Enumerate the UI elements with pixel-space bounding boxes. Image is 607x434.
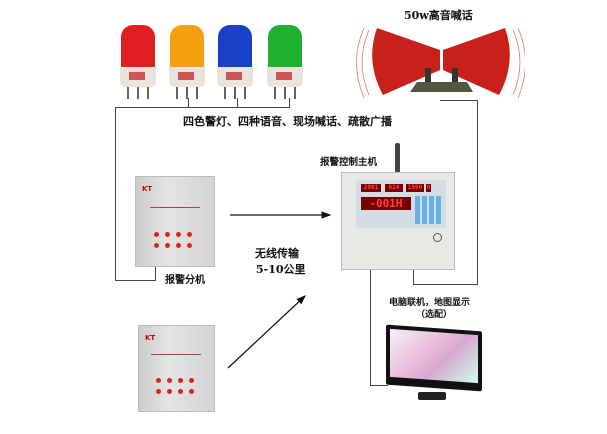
speaker-wire (413, 284, 478, 285)
sub-unit-wire (155, 265, 156, 281)
computer-wire (370, 268, 371, 386)
lamp-wire (115, 107, 116, 281)
lamp-wire (289, 98, 290, 107)
panel-text (150, 207, 200, 218)
display-year: 2001 (361, 184, 381, 192)
brand-logo: KT (145, 334, 156, 342)
computer-label: 电脑联机，地图显示 (389, 298, 471, 308)
sound-waves (356, 27, 525, 99)
speaker-wire (477, 100, 478, 285)
horn-speakers (356, 27, 525, 99)
key-lock-icon (433, 233, 442, 242)
arrow-sub2-to-main (227, 295, 306, 369)
warning-lamp-green (266, 25, 304, 99)
speaker-wire (413, 268, 414, 285)
lamp-wire (237, 98, 238, 107)
panel-text (151, 354, 201, 365)
computer-optional-label: （选配） (416, 310, 453, 320)
map-screen (390, 328, 478, 384)
wireless-range-label: 5-10公里 (256, 263, 306, 276)
display-time: 1900 (406, 184, 424, 192)
features-caption: 四色警灯、四种语音、现场喊话、疏散广播 (183, 115, 392, 128)
main-control-unit: 2001 624 1900 0 -001H (341, 172, 455, 270)
keypad (415, 196, 443, 224)
alarm-sub-unit-1: KT (135, 176, 215, 267)
display-main: -001H (361, 197, 411, 210)
speaker-title: 50w高音喊话 (404, 9, 473, 22)
brand-logo: KT (142, 185, 153, 193)
alarm-sub-unit-2: KT (138, 325, 215, 412)
lamp-wire (188, 98, 189, 107)
wireless-label: 无线传输 (255, 247, 299, 260)
speaker-wire (440, 100, 478, 101)
sub-unit-wire (115, 280, 156, 281)
lamp-wire (115, 107, 290, 108)
main-unit-label: 报警控制主机 (320, 157, 378, 168)
sub-unit-label: 报警分机 (165, 275, 205, 286)
warning-lamp-blue (216, 25, 254, 99)
display-date: 624 (385, 184, 403, 192)
speaker-right (435, 28, 510, 95)
display-flag: 0 (426, 184, 431, 192)
monitor-stand (418, 392, 446, 400)
warning-lamp-red (119, 25, 157, 99)
antenna-icon (395, 143, 400, 173)
computer-wire (370, 385, 388, 386)
warning-lamp-orange (168, 25, 206, 99)
computer-monitor (386, 324, 482, 392)
